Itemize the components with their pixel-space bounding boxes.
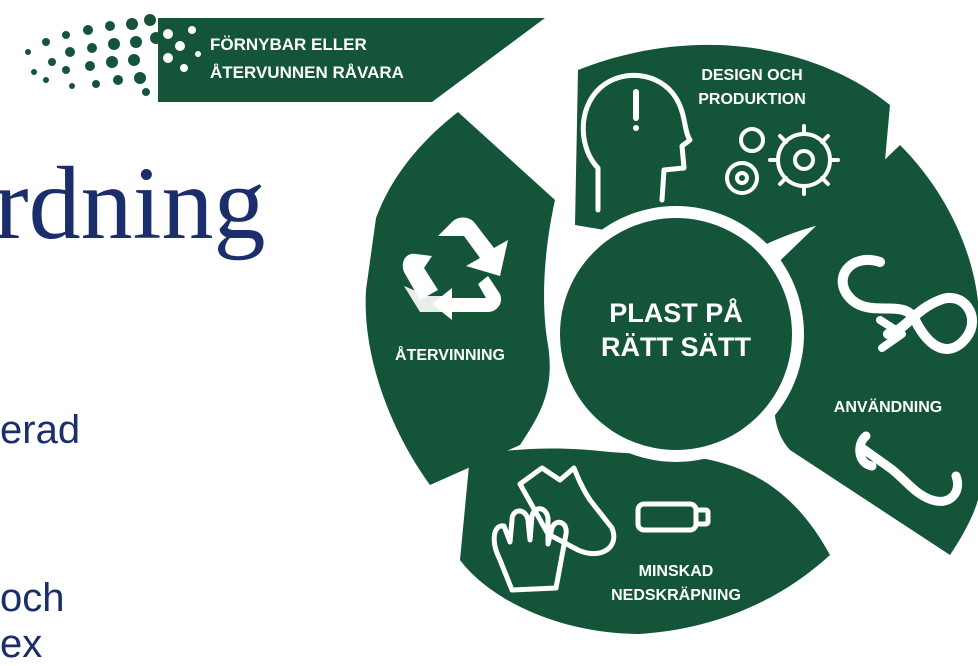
banner-label-line-2: ÅTERVUNNEN RÅVARA: [210, 63, 404, 82]
banner-dots: [163, 26, 201, 72]
dot-pattern-logo: [25, 14, 162, 96]
center-label-line-1: PLAST PÅ: [609, 297, 743, 328]
design-label-line-2: PRODUKTION: [698, 91, 806, 108]
slide-title: rdning: [0, 146, 266, 261]
nedskrapning-label-line-2: NEDSKRÄPNING: [611, 586, 741, 604]
plastic-bag-icon: [517, 465, 617, 557]
nedskrapning-label-line-1: MINSKAD: [639, 563, 714, 580]
segment-anvandning: [760, 145, 978, 555]
circular-economy-diagram: FÖRNYBAR ELLER ÅTERVUNNEN RÅVARA PLAST P…: [25, 14, 978, 634]
design-label-line-1: DESIGN OCH: [701, 67, 802, 84]
glove-hand-icon: [491, 506, 569, 593]
atervinning-label: ÅTERVINNING: [395, 345, 505, 364]
thinking-head-icon: [580, 72, 693, 213]
bullet-text-1: erad: [0, 408, 81, 452]
recycle-icon: [402, 217, 508, 320]
infinity-loop-icon: [837, 255, 977, 354]
wrench-icon: [855, 431, 962, 506]
banner-label-line-1: FÖRNYBAR ELLER: [210, 35, 367, 54]
bottle-icon: [635, 501, 711, 533]
anvandning-label: ANVÄNDNING: [834, 398, 942, 416]
gears-icon: [725, 124, 840, 196]
segment-design: [575, 44, 890, 263]
bullet-text-2: och: [0, 576, 65, 620]
center-disk: [560, 218, 792, 450]
raw-material-banner: [158, 18, 545, 102]
segment-nedskrapning: [460, 448, 830, 634]
center-label-line-2: RÄTT SÄTT: [601, 332, 751, 362]
